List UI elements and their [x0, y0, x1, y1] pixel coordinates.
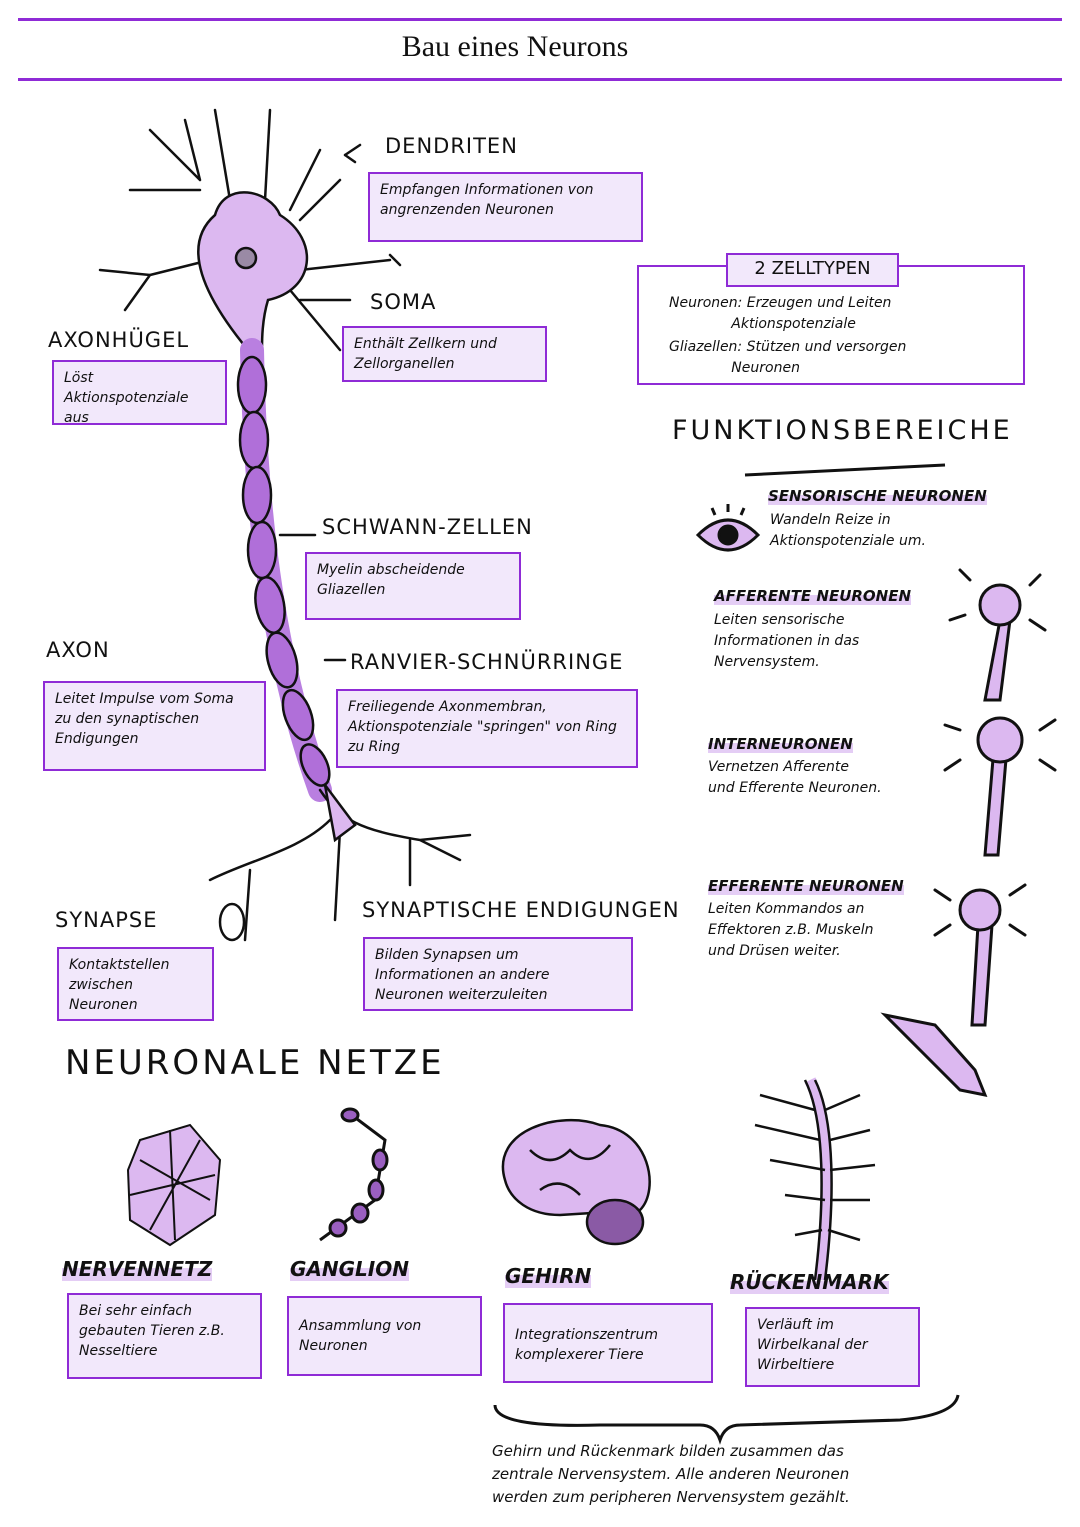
dendriten-box: Empfangen Informationen von angrenzenden… — [368, 172, 643, 242]
ganglion-box: Ansammlung von Neuronen — [287, 1296, 482, 1376]
ranvier-label: RANVIER-SCHNÜRRINGE — [350, 650, 624, 674]
axon-box: Leitet Impulse vom Soma zu den synaptisc… — [43, 681, 266, 771]
gehirn-box: Integrationszentrum komplexerer Tiere — [503, 1303, 713, 1383]
zelltypen-glia: Gliazellen: Stützen und versorgen Neuron… — [669, 339, 907, 376]
netze-heading: NEURONALE NETZE — [65, 1043, 445, 1083]
dendriten-label: DENDRITEN — [385, 134, 518, 158]
gehirn-label: GEHIRN — [505, 1264, 592, 1288]
afferent-text: Leiten sensorische Informationen in das … — [714, 612, 860, 670]
summary-brace — [493, 1394, 960, 1445]
schwann-label: SCHWANN-ZELLEN — [322, 515, 533, 539]
zelltypen-tab: 2 ZELLTYPEN — [726, 253, 899, 287]
sensorisch-text: Wandeln Reize in Aktionspotenziale um. — [770, 512, 926, 549]
funktion-heading: FUNKTIONSBEREICHE — [672, 415, 1013, 446]
sensorisch-label: SENSORISCHE NEURONEN — [768, 487, 987, 505]
zelltypen-box: Neuronen: Erzeugen und Leiten Aktionspot… — [637, 265, 1025, 385]
summary-text: Gehirn und Rückenmark bilden zusammen da… — [492, 1442, 850, 1506]
nervennetz-icon — [126, 1123, 222, 1247]
synapse-box: Kontaktstellen zwischen Neuronen — [57, 947, 214, 1021]
efferent-text: Leiten Kommandos an Effektoren z.B. Musk… — [708, 901, 874, 959]
bottom-rule — [18, 78, 1062, 81]
eye-icon — [695, 504, 761, 552]
axon-label: AXON — [46, 638, 110, 662]
synapse-label: SYNAPSE — [55, 908, 158, 932]
axonhuegel-label: AXONHÜGEL — [48, 328, 190, 352]
ganglion-icon — [319, 1107, 389, 1242]
afferent-label: AFFERENTE NEURONEN — [714, 587, 912, 605]
rueckenmark-box: Verläuft im Wirbelkanal der Wirbeltiere — [745, 1307, 920, 1387]
rueckenmark-label: RÜCKENMARK — [730, 1270, 889, 1294]
endigungen-label: SYNAPTISCHE ENDIGUNGEN — [362, 898, 680, 922]
inter-text: Vernetzen Afferente und Efferente Neuron… — [708, 759, 882, 796]
inter-label: INTERNEURONEN — [708, 735, 853, 753]
top-rule — [18, 18, 1062, 21]
funktion-underline — [744, 463, 946, 477]
brain-icon — [501, 1118, 651, 1246]
nervennetz-box: Bei sehr einfach gebauten Tieren z.B. Ne… — [67, 1293, 262, 1379]
schwann-box: Myelin abscheidende Gliazellen — [305, 552, 521, 620]
endigungen-box: Bilden Synapsen um Informationen an ande… — [363, 937, 633, 1011]
ranvier-box: Freiliegende Axonmembran, Aktionspotenzi… — [336, 689, 638, 768]
small-neurons-illustration — [880, 568, 1057, 1098]
page-title: Bau eines Neurons — [401, 30, 629, 63]
soma-box: Enthält Zellkern und Zellorganellen — [342, 326, 547, 382]
efferent-label: EFFERENTE NEURONEN — [708, 877, 904, 895]
soma-label: SOMA — [370, 290, 437, 314]
nervennetz-label: NERVENNETZ — [62, 1257, 213, 1281]
axonhuegel-box: Löst Aktionspotenziale aus — [52, 360, 227, 426]
ganglion-label: GANGLION — [290, 1257, 409, 1281]
zelltypen-neuronen: Neuronen: Erzeugen und Leiten Aktionspot… — [669, 295, 892, 332]
neuron-illustration — [98, 108, 472, 942]
spinal-cord-icon — [754, 1077, 876, 1281]
